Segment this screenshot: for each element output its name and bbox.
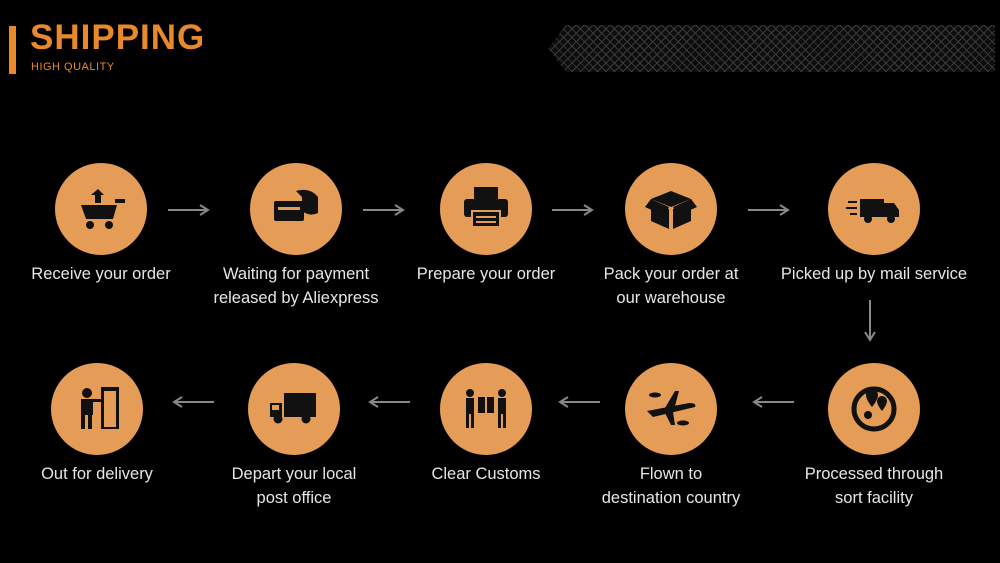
globe-location-icon bbox=[844, 377, 904, 442]
customs-handover-icon bbox=[456, 377, 516, 442]
step-label: Receive your order bbox=[31, 265, 171, 283]
step-label: Waiting for payment released by Aliexpre… bbox=[213, 265, 379, 307]
step-label: Depart your local post office bbox=[231, 465, 357, 507]
flow-arrow-left bbox=[752, 396, 794, 408]
step-picked-up: Picked up by mail service bbox=[774, 163, 974, 286]
step-icon-circle bbox=[625, 363, 717, 455]
step-clear-customs: Clear Customs bbox=[386, 363, 586, 486]
step-label: Pack your order at our warehouse bbox=[603, 265, 739, 307]
delivery-truck-icon bbox=[264, 377, 324, 442]
page-subtitle: HIGH QUALITY bbox=[31, 61, 115, 73]
step-label: Prepare your order bbox=[416, 265, 556, 283]
step-icon-circle bbox=[55, 163, 147, 255]
step-receive-order: Receive your order bbox=[1, 163, 201, 286]
step-icon-circle bbox=[440, 363, 532, 455]
step-label: Clear Customs bbox=[431, 465, 541, 483]
flow-arrow-down bbox=[864, 300, 876, 342]
step-waiting-payment: Waiting for payment released by Aliexpre… bbox=[196, 163, 396, 310]
flow-arrow-left bbox=[172, 396, 214, 408]
flow-arrow-right bbox=[748, 204, 790, 216]
credit-card-payment-icon bbox=[266, 177, 326, 242]
step-icon-circle bbox=[250, 163, 342, 255]
page-title: SHIPPING bbox=[30, 18, 206, 57]
step-prepare-order: Prepare your order bbox=[386, 163, 586, 286]
fast-delivery-truck-icon bbox=[844, 177, 904, 242]
header-accent-bar bbox=[9, 26, 16, 74]
step-icon-circle bbox=[828, 363, 920, 455]
flow-arrow-left bbox=[368, 396, 410, 408]
step-pack-order: Pack your order at our warehouse bbox=[571, 163, 771, 310]
decorative-pattern-banner bbox=[548, 25, 995, 72]
step-icon-circle bbox=[440, 163, 532, 255]
package-box-icon bbox=[641, 177, 701, 242]
step-icon-circle bbox=[51, 363, 143, 455]
step-icon-circle bbox=[828, 163, 920, 255]
step-out-for-delivery: Out for delivery bbox=[0, 363, 197, 486]
courier-door-icon bbox=[67, 377, 127, 442]
flow-arrow-right bbox=[363, 204, 405, 216]
flow-arrow-left bbox=[558, 396, 600, 408]
step-label: Processed through sort facility bbox=[804, 465, 944, 507]
step-sort-facility: Processed through sort facility bbox=[774, 363, 974, 510]
step-label: Flown to destination country bbox=[601, 465, 741, 507]
shopping-cart-icon bbox=[71, 177, 131, 242]
step-label: Picked up by mail service bbox=[780, 265, 968, 283]
step-icon-circle bbox=[248, 363, 340, 455]
airplane-icon bbox=[641, 377, 701, 442]
step-label: Out for delivery bbox=[41, 465, 153, 483]
printer-icon bbox=[456, 177, 516, 242]
flow-arrow-right bbox=[552, 204, 594, 216]
step-depart-post-office: Depart your local post office bbox=[194, 363, 394, 510]
flow-arrow-right bbox=[168, 204, 210, 216]
step-icon-circle bbox=[625, 163, 717, 255]
step-flown: Flown to destination country bbox=[571, 363, 771, 510]
